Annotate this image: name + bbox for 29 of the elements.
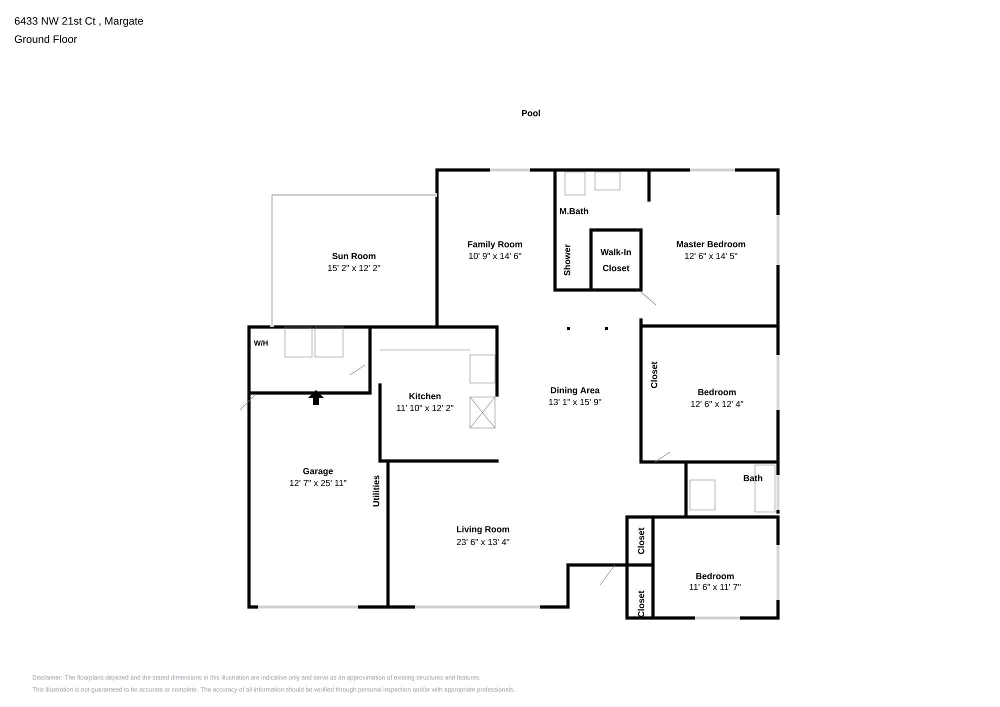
- room-dimensions: 13' 1" x 15' 9": [549, 398, 602, 406]
- room-label: Bedroom: [696, 572, 734, 580]
- room-label: Garage: [303, 468, 333, 476]
- room-label: Living Room: [456, 526, 510, 534]
- room-dimensions: 11' 6" x 11' 7": [690, 584, 741, 590]
- room-label: Dining Area: [550, 386, 600, 396]
- room-dimensions: 12' 7" x 25' 11": [290, 480, 346, 486]
- room-label: Utilities: [372, 475, 380, 506]
- room-label: Closet: [638, 528, 644, 554]
- room-dimensions: 11' 10" x 12' 2": [396, 404, 454, 412]
- room-dimensions: 12' 6" x 14' 5": [685, 252, 738, 260]
- room-label: Bedroom: [698, 388, 736, 396]
- room-dimensions: 12' 6" x 12' 4": [691, 400, 744, 408]
- room-label: Kitchen: [409, 392, 441, 400]
- room-label: Walk-In Closet: [600, 248, 631, 272]
- room-label: Sun Room: [332, 252, 376, 260]
- room-dimensions: 15' 2" x 12' 2": [328, 264, 380, 272]
- room-label: Family Room: [468, 240, 522, 250]
- room-label: Master Bedroom: [676, 240, 746, 248]
- room-dimensions: 10' 9" x 14' 6": [469, 252, 522, 260]
- room-dimensions: 23' 6" x 13' 4": [456, 538, 510, 546]
- room-label: M.Bath: [560, 208, 588, 214]
- room-label: Closet: [650, 362, 658, 388]
- subtitle-text: Ground Floor: [14, 35, 77, 43]
- title-text: 6433 NW 21st Ct , Margate: [14, 17, 144, 27]
- room-label: Closet: [638, 590, 644, 618]
- room-label: Shower: [564, 244, 570, 276]
- room-label: Pool: [522, 110, 540, 116]
- room-label: Bath: [744, 474, 762, 482]
